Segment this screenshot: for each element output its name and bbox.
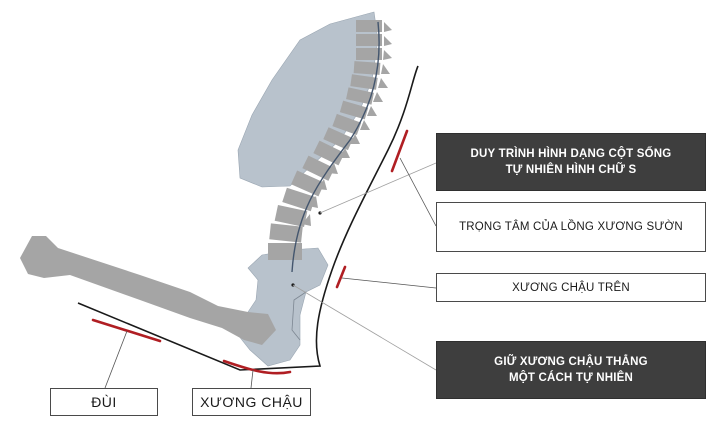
vertebrae <box>268 20 392 260</box>
leader-thigh <box>104 330 128 389</box>
label-thigh: ĐÙI <box>50 388 158 416</box>
leader-spine-shape <box>319 162 437 214</box>
back-outline <box>77 65 419 371</box>
spine-curve <box>291 21 380 273</box>
leader-lines <box>104 157 437 389</box>
leader-keep-pelvis <box>292 284 437 371</box>
ribcage-shape <box>237 11 379 188</box>
upper-pelvis-contact-mark <box>335 265 347 289</box>
leader-upper-pelvis <box>341 277 437 289</box>
thigh-contact-mark <box>91 318 162 343</box>
label-keep-pelvis: GIỮ XƯƠNG CHẬU THẲNG MỘT CÁCH TỰ NHIÊN <box>436 341 706 399</box>
label-ribcage-center: TRỌNG TÂM CỦA LỒNG XƯƠNG SƯỜN <box>436 202 706 252</box>
label-pelvis: XƯƠNG CHẬU <box>192 388 311 416</box>
label-upper-pelvis: XƯƠNG CHẬU TRÊN <box>436 273 706 302</box>
leader-pelvis <box>250 369 254 389</box>
spine-contact-mark <box>390 129 409 173</box>
contact-marks <box>91 129 409 375</box>
sacrum-outline <box>291 291 307 341</box>
leader-ribcage <box>399 157 437 227</box>
pelvis-shape <box>237 247 329 367</box>
femur-bone <box>20 236 276 345</box>
label-spine-shape: DUY TRÌNH HÌNH DẠNG CỘT SỐNG TỰ NHIÊN HÌ… <box>436 133 706 191</box>
pelvis-contact-mark <box>222 359 292 375</box>
